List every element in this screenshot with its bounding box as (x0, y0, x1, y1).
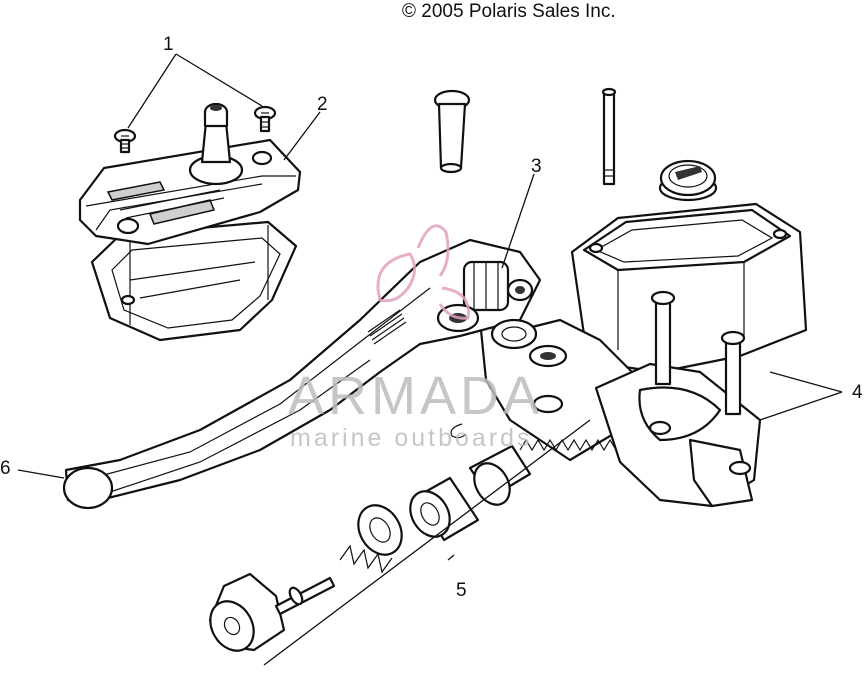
piston-kit (208, 438, 617, 652)
lever-adjuster (462, 260, 534, 312)
clamp-bolts (650, 290, 746, 416)
copyright-notice: © 2005 Polaris Sales Inc. (402, 1, 616, 22)
watermark-logo (376, 224, 470, 320)
lever-pivot-pin (433, 89, 471, 174)
reservoir-cap (658, 159, 718, 202)
callout-2: 2 (317, 94, 328, 115)
callout-4: 4 (852, 382, 863, 403)
reservoir-bolt-long (601, 87, 617, 186)
callout-6: 6 (0, 458, 11, 479)
watermark-brand: ARMADA (288, 366, 543, 426)
watermark-tagline: marine outboards (290, 424, 533, 452)
callout-3: 3 (531, 156, 542, 177)
return-spring (519, 438, 617, 452)
watermark: ARMADA marine outboards (288, 224, 543, 452)
reservoir-cover-assembly (78, 102, 302, 342)
callout-leaders (17, 53, 843, 666)
callout-1: 1 (163, 34, 174, 55)
circlip (450, 423, 467, 439)
reservoir-cover-screws (113, 105, 277, 154)
lever-grip-texture (367, 309, 407, 345)
callout-5: 5 (456, 580, 467, 601)
master-cylinder-body (478, 202, 808, 508)
brake-lever (62, 238, 542, 510)
